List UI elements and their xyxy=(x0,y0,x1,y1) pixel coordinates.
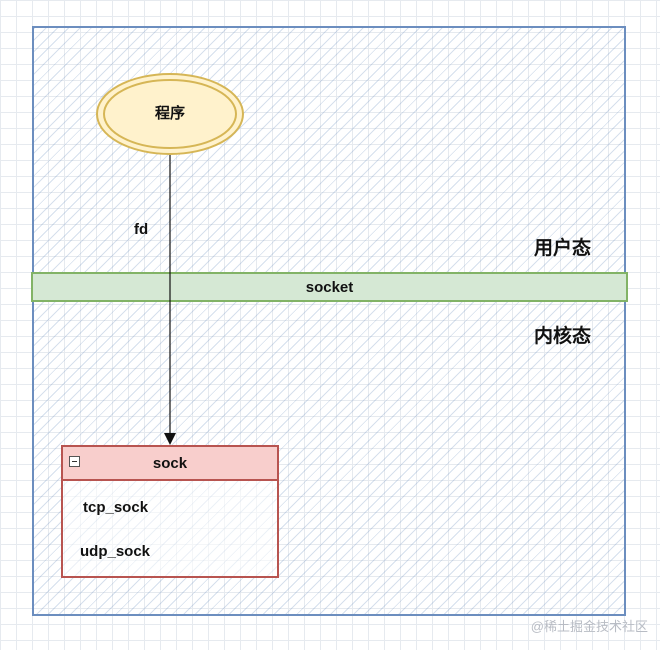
sock-header: sock xyxy=(63,447,277,481)
program-outer-ellipse xyxy=(96,73,244,155)
sock-field-tcp: tcp_sock xyxy=(83,499,149,516)
sock-field-udp: udp_sock xyxy=(80,543,151,560)
collapse-icon[interactable] xyxy=(69,456,80,467)
sock-struct-box: sock tcp_sock udp_sock xyxy=(61,445,279,578)
kernel-space-label: 内核态 xyxy=(534,326,592,347)
watermark-text: @稀土掘金技术社区 xyxy=(530,619,648,634)
fd-arrow-head xyxy=(164,433,176,445)
user-space-label: 用户态 xyxy=(534,238,592,259)
socket-layer-bar: socket xyxy=(31,272,628,302)
program-node xyxy=(96,73,244,155)
program-inner-ellipse xyxy=(103,79,237,149)
sock-title: sock xyxy=(152,454,188,472)
socket-label: socket xyxy=(305,278,354,296)
fd-label: fd xyxy=(134,221,149,238)
program-label: 程序 xyxy=(154,105,185,122)
